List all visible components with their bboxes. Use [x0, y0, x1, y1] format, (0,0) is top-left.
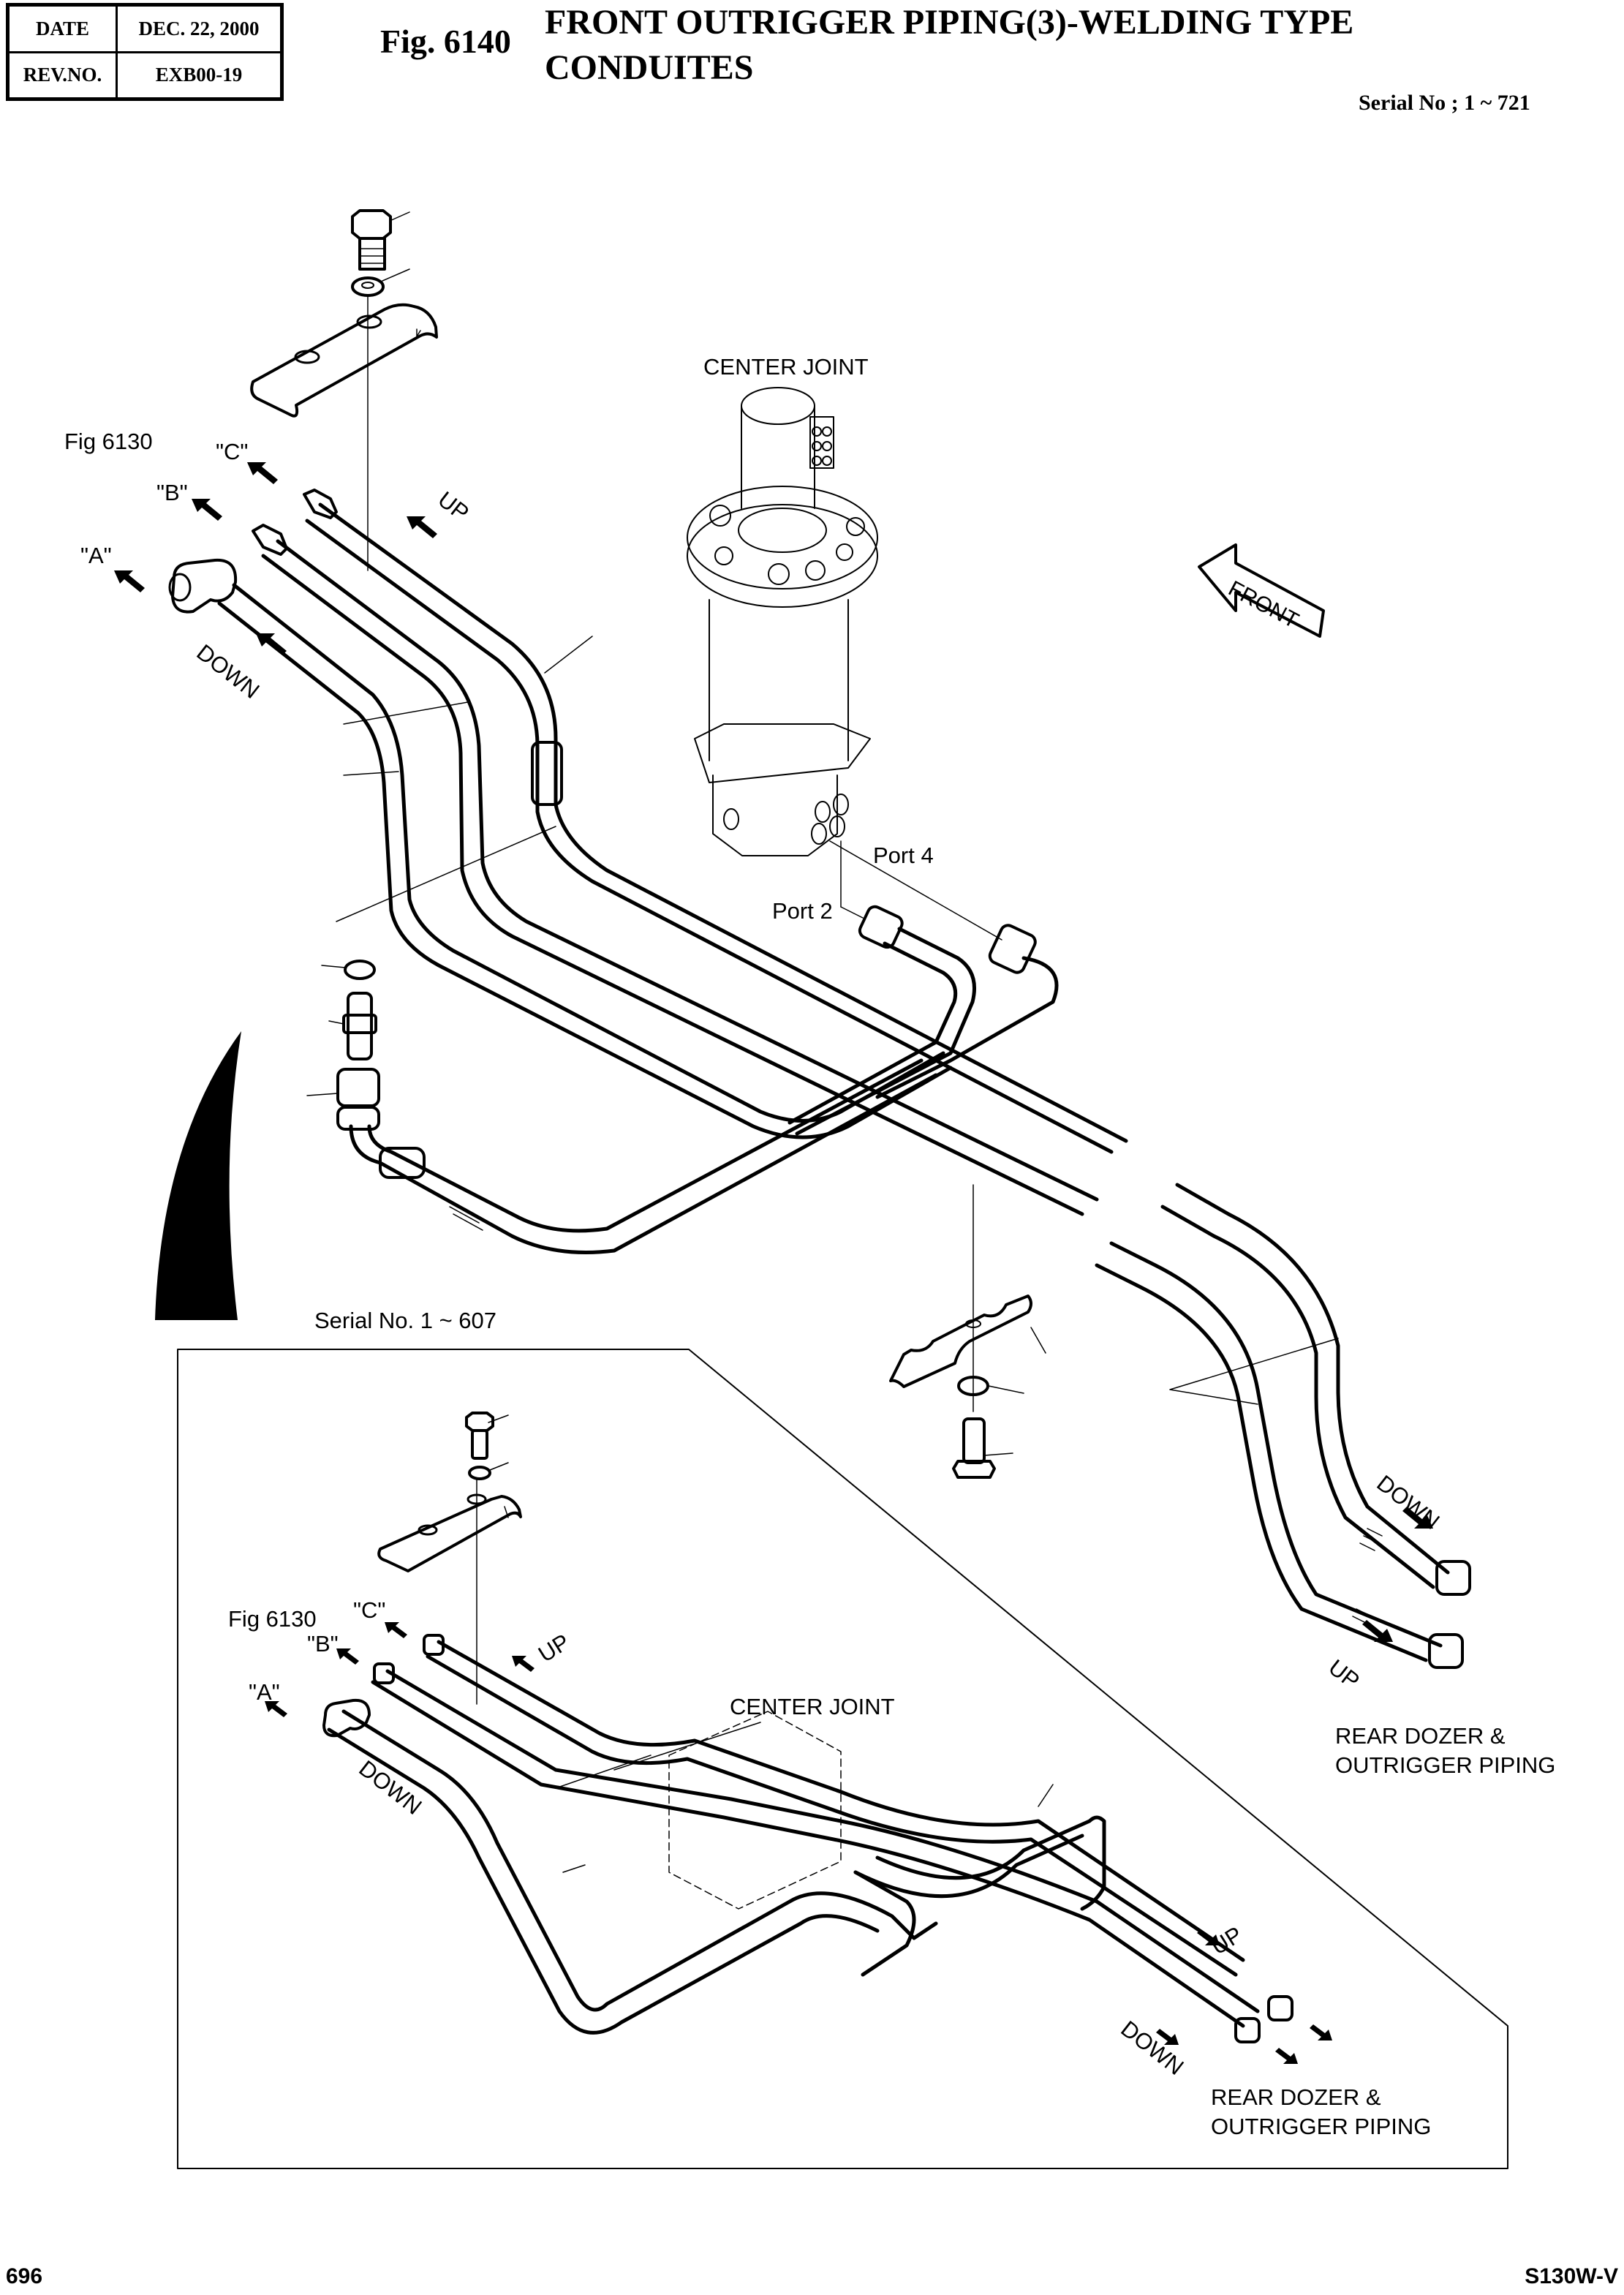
rear-destination-line1: REAR DOZER &: [1335, 1723, 1506, 1749]
bottom-clamp-assembly: [889, 1184, 1046, 1479]
flow-arrows: [114, 462, 1433, 1642]
inset-pipes: [322, 1634, 1293, 2043]
arrow-rear-up-icon: [1362, 1620, 1393, 1642]
port4-pipe: [875, 924, 1059, 1099]
figure-title: FRONT OUTRIGGER PIPING(3)-WELDING TYPE C…: [545, 0, 1353, 91]
date-value: DEC. 22, 2000: [116, 4, 283, 53]
pipe-clamp-icon: [250, 303, 438, 418]
model-name: S130W-V: [1525, 2264, 1618, 2288]
inset-frame: [177, 1349, 1508, 2169]
arrow-a-icon: [114, 570, 145, 592]
rear-hoses: [1095, 1183, 1471, 1669]
rear-destination-line2: OUTRIGGER PIPING: [1335, 1752, 1556, 1778]
port2-label: Port 2: [772, 898, 833, 924]
inset-flow-arrows: [265, 1622, 1332, 2064]
port-b-label: "B": [156, 480, 188, 505]
inset-rear-destination-line2: OUTRIGGER PIPING: [1211, 2114, 1432, 2139]
arrow-up-icon: [407, 516, 437, 538]
inset-rear-destination-line1: REAR DOZER &: [1211, 2084, 1381, 2110]
port2-pipe: [788, 905, 976, 1136]
rear-destination-label: REAR DOZER & OUTRIGGER PIPING: [1335, 1722, 1555, 1780]
rev-value: EXB00-19: [116, 50, 283, 100]
inset-clamp-assembly: [377, 1412, 522, 1705]
center-joint-icon: [687, 387, 878, 856]
revision-block: DATE DEC. 22, 2000 REV.NO. EXB00-19: [6, 3, 284, 101]
port4-label: Port 4: [873, 843, 934, 868]
port-a-label: "A": [80, 543, 112, 568]
figure-number: Fig. 6140: [380, 23, 511, 60]
o-ring-icon: [344, 960, 376, 980]
rev-label: REV.NO.: [7, 50, 118, 100]
figure-title-line1: FRONT OUTRIGGER PIPING(3)-WELDING TYPE: [545, 3, 1354, 42]
inset-center-joint-outline: [668, 1711, 842, 1910]
inset-port-a-label: "A": [249, 1679, 280, 1705]
washer-icon: [351, 276, 385, 297]
front-arrow-icon: [1198, 543, 1325, 638]
arrow-c-icon: [247, 462, 278, 484]
page-tab-marker: [155, 1031, 241, 1320]
inset-port-b-label: "B": [307, 1631, 339, 1657]
pipe-c: [303, 489, 1128, 1154]
nut-fitting-icon: [336, 1068, 380, 1131]
pipe-a: [168, 558, 953, 1139]
inset-rear-destination-label: REAR DOZER & OUTRIGGER PIPING: [1211, 2083, 1431, 2141]
serial-range: Serial No ; 1 ~ 721: [1359, 91, 1530, 115]
arrow-rear-down-icon: [1402, 1507, 1433, 1529]
page-number: 696: [6, 2264, 43, 2288]
arrow-b-icon: [192, 499, 222, 521]
bolt-icon: [351, 209, 392, 271]
arrow-down-icon: [256, 633, 287, 655]
inset-center-joint-label: CENTER JOINT: [730, 1694, 895, 1719]
inset-port-c-label: "C": [353, 1597, 386, 1623]
center-joint-label: CENTER JOINT: [703, 354, 869, 380]
pipe-b: [252, 524, 1099, 1216]
adapter-fitting-icon: [342, 992, 377, 1060]
inset-ref-figure-label: Fig 6130: [228, 1606, 317, 1632]
top-clamp-assembly: [250, 209, 438, 571]
port-c-label: "C": [216, 439, 249, 464]
figure-title-line2: CONDUITES: [545, 48, 754, 87]
date-label: DATE: [7, 4, 118, 53]
lower-hose: [349, 1058, 938, 1254]
ref-figure-label: Fig 6130: [64, 429, 153, 454]
inset-serial-range: Serial No. 1 ~ 607: [314, 1308, 497, 1333]
